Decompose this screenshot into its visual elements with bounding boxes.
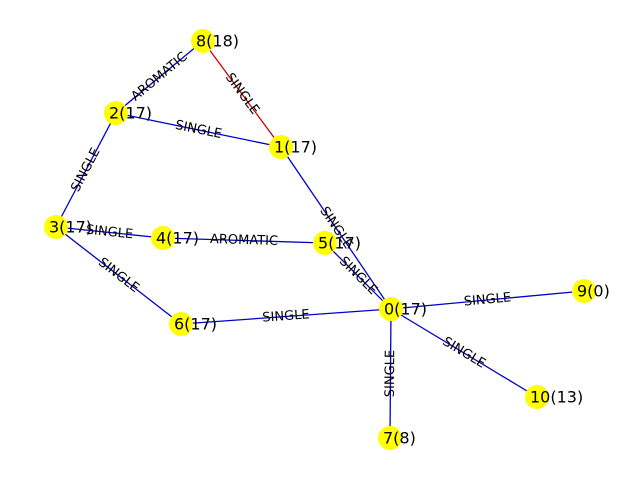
edge-label-8-2: AROMATIC (128, 50, 190, 105)
edge-0-7 (389, 308, 392, 439)
node-label-3: 3(17) (49, 218, 92, 237)
edge-label-0-9: SINGLE (463, 290, 512, 309)
edge-label-2-1: SINGLE (174, 118, 223, 142)
node-10 (525, 385, 549, 409)
node-labels-layer: 0(17) 1(17) 2(17) 3(17) 4(17) 5(17) 6(17) 7(8) 8… (49, 32, 610, 448)
edge-label-0-7: SINGLE (383, 350, 398, 397)
nodes-layer (44, 29, 596, 450)
node-label-9: 9(0) (577, 282, 610, 301)
node-label-1: 1(17) (274, 138, 317, 157)
node-6 (169, 312, 193, 336)
node-label-5: 5(17) (318, 234, 361, 253)
edge-1-0 (280, 146, 392, 310)
edge-0-10 (390, 308, 538, 398)
edges-layer (55, 40, 585, 439)
edge-3-4 (55, 226, 164, 239)
node-label-2: 2(17) (109, 104, 152, 123)
edge-2-1 (115, 112, 282, 148)
edge-4-5 (162, 237, 326, 244)
edge-label-2-3: SINGLE (68, 146, 103, 195)
node-5 (313, 231, 337, 255)
edge-6-0 (180, 308, 392, 325)
edge-8-1 (202, 40, 282, 148)
node-9 (572, 279, 596, 303)
node-label-6: 6(17) (174, 315, 217, 334)
node-8 (191, 29, 215, 53)
edge-label-8-1: SINGLE (222, 70, 262, 117)
node-4 (151, 226, 175, 250)
node-label-0: 0(17) (384, 300, 427, 319)
edge-label-3-4: SINGLE (85, 223, 134, 243)
node-label-4: 4(17) (156, 229, 199, 248)
edge-label-3-6: SINGLE (95, 255, 142, 296)
edge-8-2 (115, 40, 204, 114)
edge-label-4-5: AROMATIC (210, 232, 279, 249)
node-label-7: 7(8) (383, 429, 416, 448)
edge-label-6-0: SINGLE (262, 307, 310, 325)
edge-5-0 (324, 242, 392, 310)
node-label-8: 8(18) (196, 32, 239, 51)
node-7 (378, 426, 402, 450)
node-2 (104, 101, 128, 125)
node-0 (379, 297, 403, 321)
edge-label-0-10: SINGLE (440, 334, 488, 371)
node-3 (44, 215, 68, 239)
node-label-10: 10(13) (530, 388, 583, 407)
edge-0-9 (390, 290, 585, 310)
edge-2-3 (55, 112, 117, 228)
edge-3-6 (55, 226, 182, 325)
node-1 (269, 135, 293, 159)
